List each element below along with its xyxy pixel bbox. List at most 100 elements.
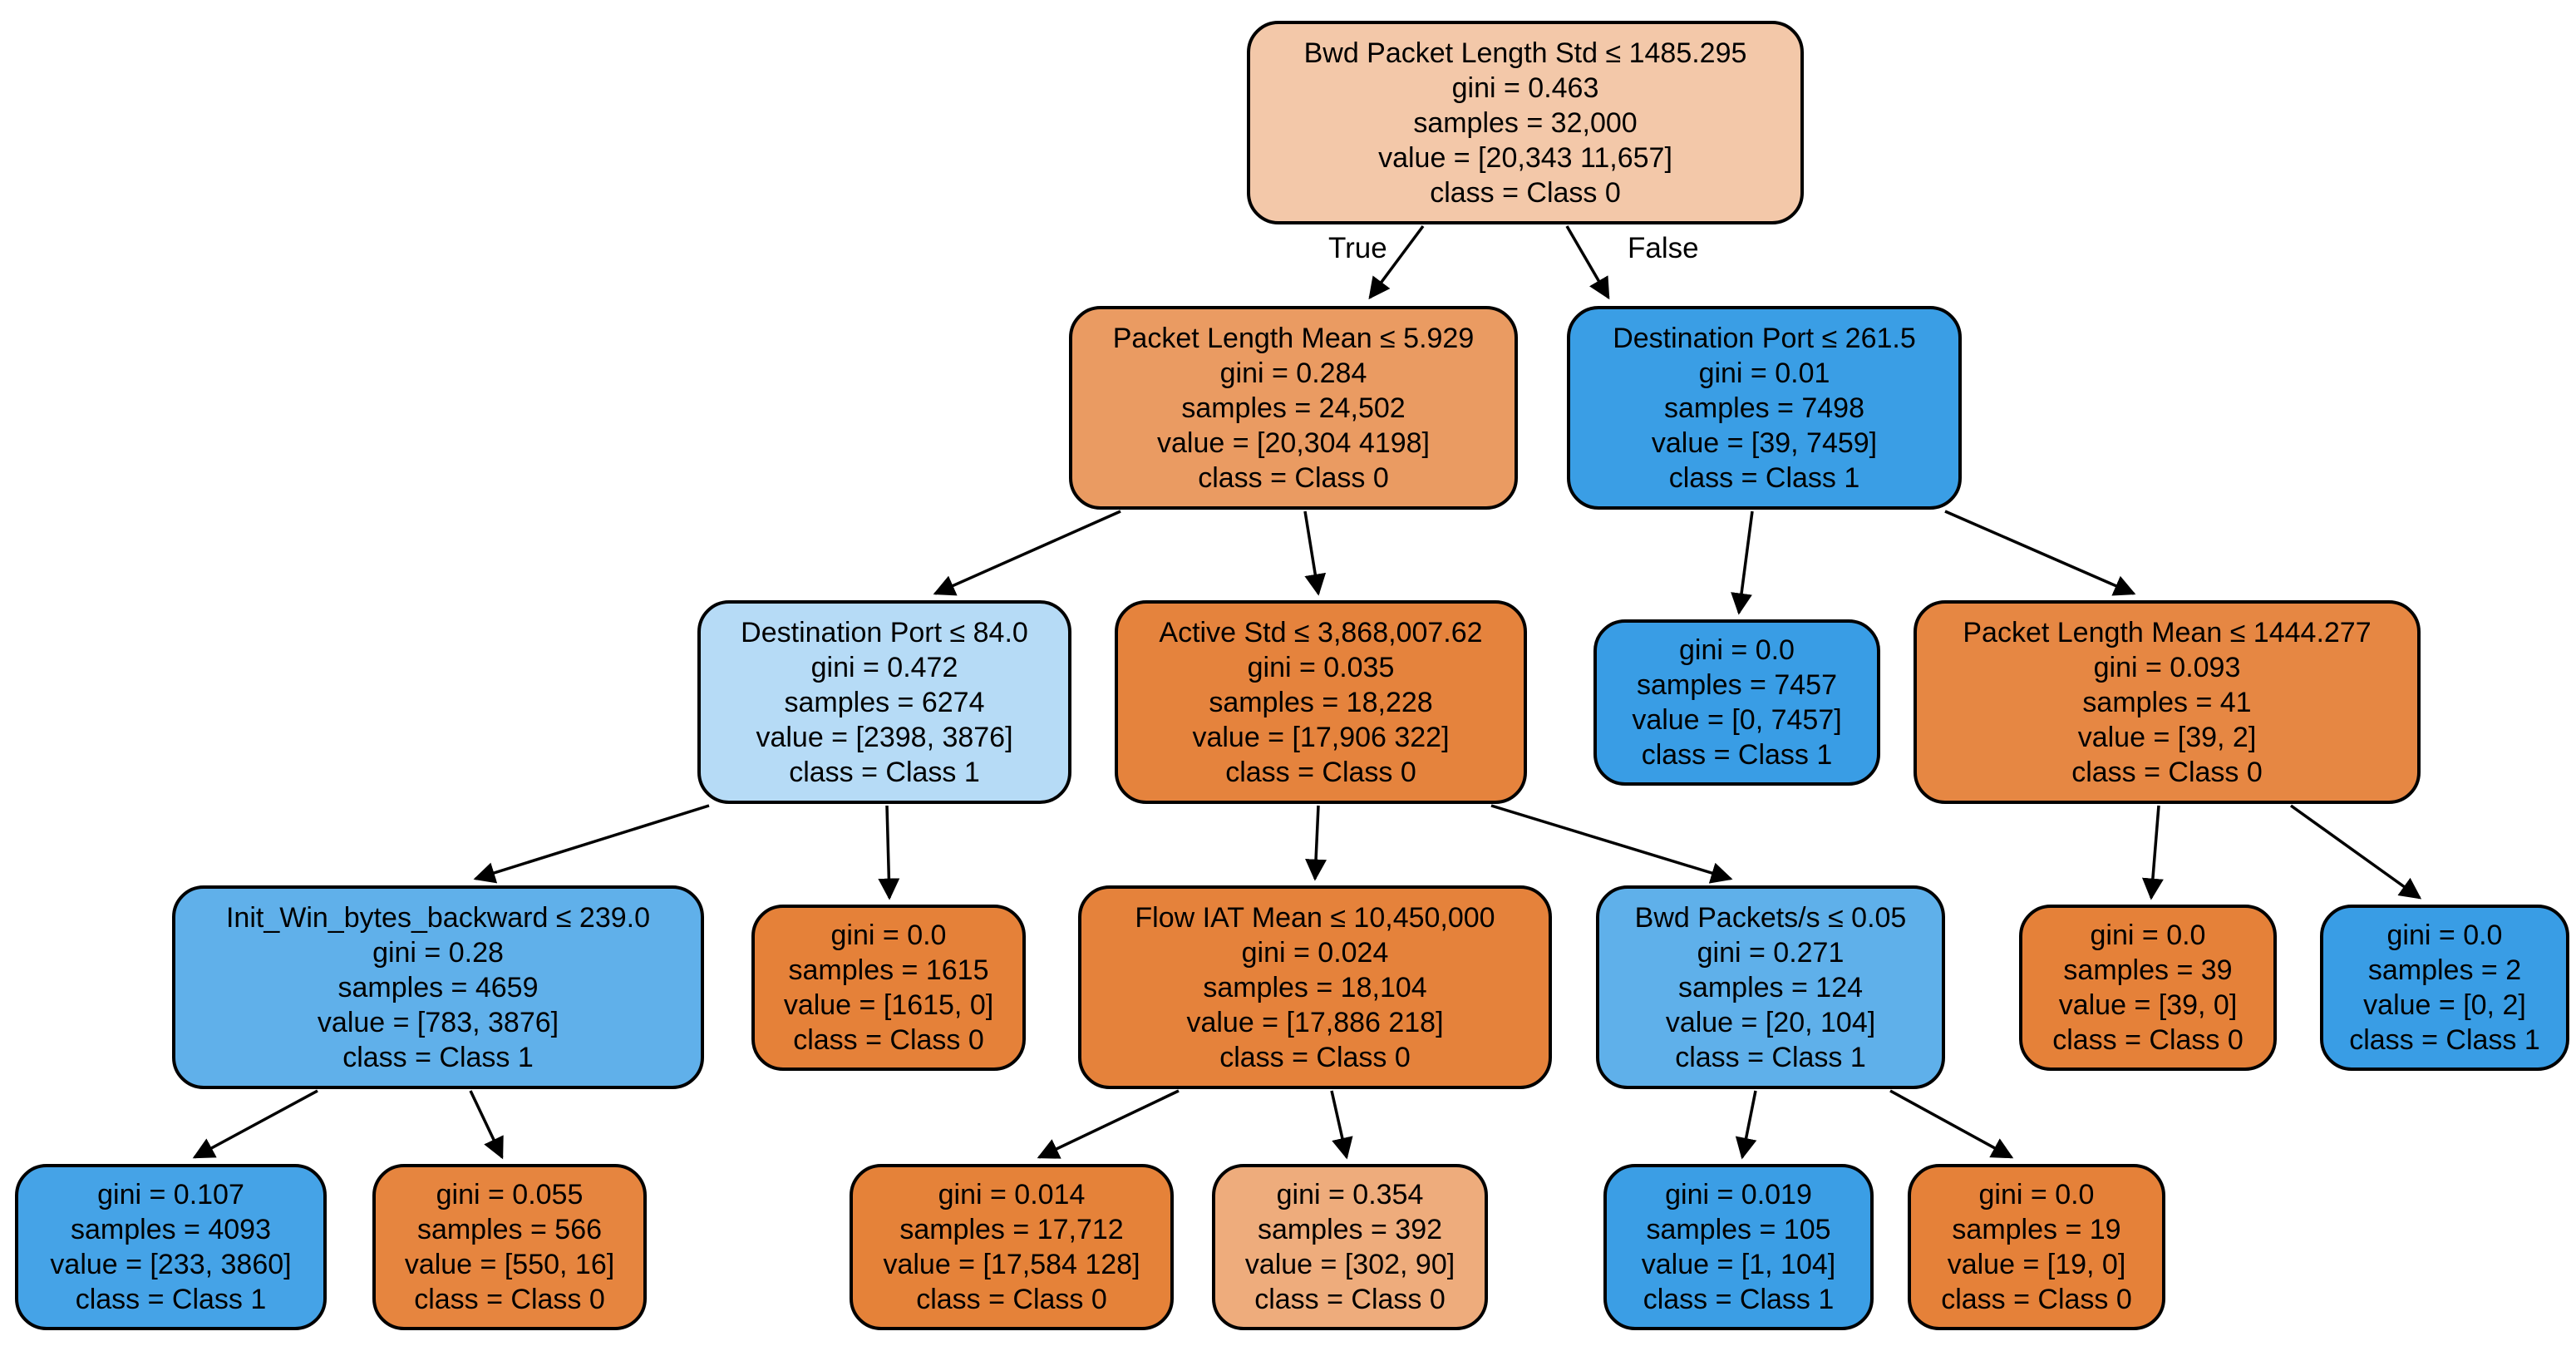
gini-value: gini = 0.01 xyxy=(1698,357,1830,389)
value-distribution: value = [1, 104] xyxy=(1641,1249,1836,1280)
samples-count: samples = 7457 xyxy=(1637,669,1837,701)
split-condition: Destination Port ≤ 261.5 xyxy=(1613,322,1916,354)
gini-value: gini = 0.0 xyxy=(830,920,947,951)
samples-count: samples = 105 xyxy=(1646,1214,1831,1245)
split-condition: Active Std ≤ 3,868,007.62 xyxy=(1159,616,1483,648)
edge-plm1444-right xyxy=(2289,804,2422,900)
edge-flowiat-right xyxy=(1330,1090,1353,1160)
class-label: class = Class 1 xyxy=(75,1284,267,1315)
edge-activestd-right xyxy=(1490,804,1733,884)
gini-value: gini = 0.271 xyxy=(1697,936,1845,969)
class-label: class = Class 1 xyxy=(1668,461,1860,494)
value-distribution: value = [550, 16] xyxy=(404,1249,615,1280)
edge-dp2615-right xyxy=(1944,510,2136,596)
gini-value: gini = 0.019 xyxy=(1665,1179,1812,1210)
split-condition: Destination Port ≤ 84.0 xyxy=(741,616,1028,648)
gini-value: gini = 0.024 xyxy=(1241,936,1389,969)
leaf-samples-4093: gini = 0.107 samples = 4093 value = [233… xyxy=(15,1164,327,1330)
class-label: class = Class 0 xyxy=(916,1284,1107,1315)
gini-value: gini = 0.472 xyxy=(810,651,958,683)
samples-count: samples = 2 xyxy=(2367,954,2522,986)
edge-initwin-right xyxy=(469,1090,504,1160)
samples-count: samples = 39 xyxy=(2063,954,2233,986)
value-distribution: value = [19, 0] xyxy=(1947,1249,2126,1280)
edge-dp84-right xyxy=(878,805,900,900)
gini-value: gini = 0.107 xyxy=(97,1179,244,1210)
value-distribution: value = [39, 2] xyxy=(2077,721,2257,753)
value-distribution: value = [783, 3876] xyxy=(317,1006,559,1038)
class-label: class = Class 1 xyxy=(342,1041,534,1073)
class-label: class = Class 0 xyxy=(1219,1041,1411,1073)
edge-plm5929-right xyxy=(1303,510,1327,596)
class-label: class = Class 0 xyxy=(2052,1024,2244,1056)
samples-count: samples = 392 xyxy=(1257,1214,1443,1245)
samples-count: samples = 24,502 xyxy=(1181,392,1406,424)
samples-count: samples = 18,104 xyxy=(1203,971,1427,1003)
samples-count: samples = 7498 xyxy=(1664,392,1864,424)
leaf-samples-19: gini = 0.0 samples = 19 value = [19, 0] … xyxy=(1908,1164,2165,1330)
class-label: class = Class 0 xyxy=(414,1284,605,1315)
edge-activestd-left xyxy=(1305,805,1327,881)
split-condition: Bwd Packet Length Std ≤ 1485.295 xyxy=(1303,37,1747,69)
gini-value: gini = 0.463 xyxy=(1451,71,1599,104)
edge-root-false xyxy=(1565,225,1610,300)
value-distribution: value = [39, 7459] xyxy=(1651,427,1878,459)
edge-root-true xyxy=(1368,224,1425,300)
gini-value: gini = 0.014 xyxy=(938,1179,1086,1210)
samples-count: samples = 6274 xyxy=(784,686,985,718)
leaf-samples-39: gini = 0.0 samples = 39 value = [39, 0] … xyxy=(2019,905,2277,1071)
class-label: class = Class 1 xyxy=(789,756,980,788)
class-label: class = Class 0 xyxy=(1225,756,1416,788)
class-label: class = Class 1 xyxy=(1641,739,1833,771)
edge-bwdpkts-right xyxy=(1889,1089,2014,1159)
leaf-samples-392: gini = 0.354 samples = 392 value = [302,… xyxy=(1212,1164,1488,1330)
samples-count: samples = 1615 xyxy=(788,954,989,986)
edge-label-true: True xyxy=(1328,232,1387,264)
edge-plm5929-left xyxy=(933,510,1121,596)
class-label: class = Class 0 xyxy=(1941,1284,2132,1315)
value-distribution: value = [20,304 4198] xyxy=(1157,427,1430,459)
node-destination-port-261: Destination Port ≤ 261.5 gini = 0.01 sam… xyxy=(1567,306,1962,510)
samples-count: samples = 32,000 xyxy=(1413,106,1638,139)
node-init-win-bytes-backward: Init_Win_bytes_backward ≤ 239.0 gini = 0… xyxy=(172,885,704,1089)
edge-flowiat-left xyxy=(1037,1089,1180,1159)
split-condition: Packet Length Mean ≤ 5.929 xyxy=(1112,322,1475,354)
edge-dp2615-left xyxy=(1731,510,1754,615)
class-label: class = Class 0 xyxy=(1430,176,1621,209)
node-bwd-packets-per-s: Bwd Packets/s ≤ 0.05 gini = 0.271 sample… xyxy=(1596,885,1945,1089)
samples-count: samples = 4659 xyxy=(337,971,539,1003)
class-label: class = Class 1 xyxy=(1643,1284,1835,1315)
value-distribution: value = [0, 2] xyxy=(2363,989,2526,1021)
node-active-std: Active Std ≤ 3,868,007.62 gini = 0.035 s… xyxy=(1115,600,1527,804)
class-label: class = Class 0 xyxy=(1198,461,1389,494)
leaf-samples-105: gini = 0.019 samples = 105 value = [1, 1… xyxy=(1603,1164,1874,1330)
node-packet-length-mean-1444: Packet Length Mean ≤ 1444.277 gini = 0.0… xyxy=(1914,600,2421,804)
value-distribution: value = [302, 90] xyxy=(1244,1249,1455,1280)
edge-bwdpkts-left xyxy=(1735,1090,1757,1160)
node-destination-port-84: Destination Port ≤ 84.0 gini = 0.472 sam… xyxy=(697,600,1071,804)
value-distribution: value = [20, 104] xyxy=(1665,1006,1876,1038)
gini-value: gini = 0.055 xyxy=(436,1179,584,1210)
gini-value: gini = 0.28 xyxy=(372,936,504,969)
edge-label-false: False xyxy=(1628,232,1699,264)
node-packet-length-mean-5929: Packet Length Mean ≤ 5.929 gini = 0.284 … xyxy=(1069,306,1518,510)
edge-plm1444-left xyxy=(2141,805,2164,900)
leaf-samples-17712: gini = 0.014 samples = 17,712 value = [1… xyxy=(850,1164,1174,1330)
class-label: class = Class 1 xyxy=(1675,1041,1866,1073)
leaf-samples-7457: gini = 0.0 samples = 7457 value = [0, 74… xyxy=(1593,619,1880,786)
samples-count: samples = 41 xyxy=(2082,686,2252,718)
leaf-samples-1615: gini = 0.0 samples = 1615 value = [1615,… xyxy=(751,905,1026,1071)
gini-value: gini = 0.0 xyxy=(2090,920,2206,951)
class-label: class = Class 1 xyxy=(2349,1024,2540,1056)
samples-count: samples = 566 xyxy=(416,1214,603,1245)
gini-value: gini = 0.0 xyxy=(1978,1179,2095,1210)
class-label: class = Class 0 xyxy=(793,1024,984,1056)
split-condition: Packet Length Mean ≤ 1444.277 xyxy=(1963,616,2372,648)
gini-value: gini = 0.354 xyxy=(1276,1179,1424,1210)
value-distribution: value = [17,886 218] xyxy=(1186,1006,1444,1038)
value-distribution: value = [2398, 3876] xyxy=(756,721,1013,753)
leaf-samples-2: gini = 0.0 samples = 2 value = [0, 2] cl… xyxy=(2320,905,2569,1071)
gini-value: gini = 0.0 xyxy=(2386,920,2503,951)
